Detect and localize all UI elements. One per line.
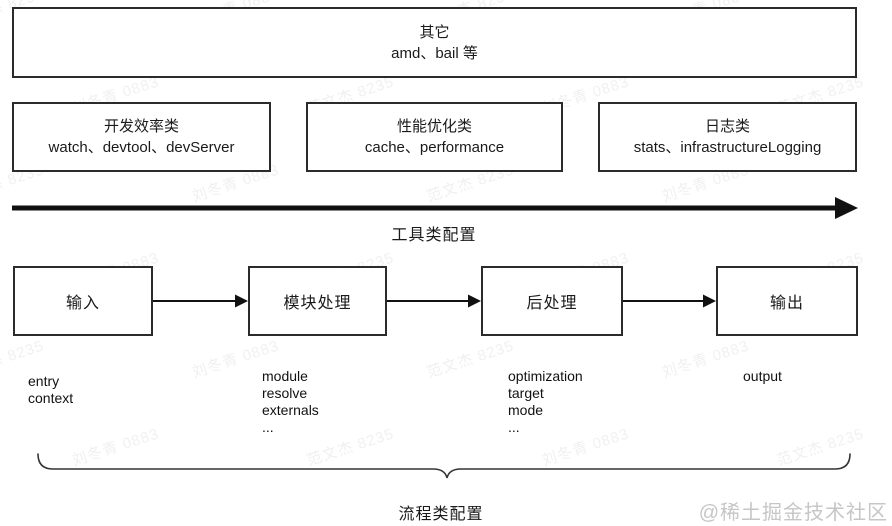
other-config-items: amd、bail 等 xyxy=(391,44,478,62)
performance-box: 性能优化类 cache、performance xyxy=(306,102,563,172)
juejin-credit-watermark: @稀土掘金技术社区 xyxy=(698,502,888,524)
flow-step-post-processing-label: 后处理 xyxy=(526,295,578,312)
flow-step-output-label: 输出 xyxy=(769,295,804,312)
flow-step-input: 输入 xyxy=(13,266,153,336)
flow-connector-arrow-2 xyxy=(387,294,481,308)
prop-item: ... xyxy=(508,419,520,435)
underbrace xyxy=(37,453,851,479)
tool-axis-arrow xyxy=(12,197,858,219)
prop-item: output xyxy=(743,368,782,384)
flow-connector-arrow-1 xyxy=(153,294,248,308)
flow-connector-arrow-3 xyxy=(623,294,716,308)
prop-item: context xyxy=(28,390,74,406)
diagonal-watermark-text: 范文杰 8235 xyxy=(774,425,867,470)
prop-item: ... xyxy=(262,419,274,435)
tool-axis-label: 工具类配置 xyxy=(391,227,477,244)
flow-step-output: 输出 xyxy=(716,266,858,336)
performance-items: cache、performance xyxy=(364,139,505,156)
logging-title: 日志类 xyxy=(704,118,750,135)
other-config-box: 其它 amd、bail 等 xyxy=(12,7,857,78)
dev-efficiency-items: watch、devtool、devServer xyxy=(48,139,235,156)
postprocess-props-list: optimization target mode ... xyxy=(508,368,583,436)
dev-efficiency-title: 开发效率类 xyxy=(103,118,179,135)
input-props-list: entry context xyxy=(28,373,73,407)
diagonal-watermark-text: 刘冬青 0883 xyxy=(659,337,752,382)
logging-items: stats、infrastructureLogging xyxy=(633,139,822,156)
prop-item: optimization xyxy=(508,368,583,384)
flow-step-module-processing: 模块处理 xyxy=(248,266,387,336)
prop-item: target xyxy=(508,385,544,401)
diagonal-watermark-text: 刘冬青 0883 xyxy=(69,425,162,470)
prop-item: entry xyxy=(28,373,60,389)
flow-step-post-processing: 后处理 xyxy=(481,266,623,336)
diagonal-watermark-text: 范文杰 8235 xyxy=(424,337,517,382)
module-props-list: module resolve externals ... xyxy=(262,368,319,436)
prop-item: mode xyxy=(508,402,544,418)
prop-item: externals xyxy=(262,402,319,418)
performance-title: 性能优化类 xyxy=(396,118,472,135)
output-props-list: output xyxy=(743,368,782,385)
prop-item: resolve xyxy=(262,385,308,401)
dev-efficiency-box: 开发效率类 watch、devtool、devServer xyxy=(12,102,271,172)
flow-step-input-label: 输入 xyxy=(65,295,100,312)
prop-item: module xyxy=(262,368,308,384)
logging-box: 日志类 stats、infrastructureLogging xyxy=(598,102,857,172)
other-config-title: 其它 xyxy=(419,23,450,41)
flow-brace-label: 流程类配置 xyxy=(398,506,484,523)
flow-step-module-processing-label: 模块处理 xyxy=(283,295,352,312)
